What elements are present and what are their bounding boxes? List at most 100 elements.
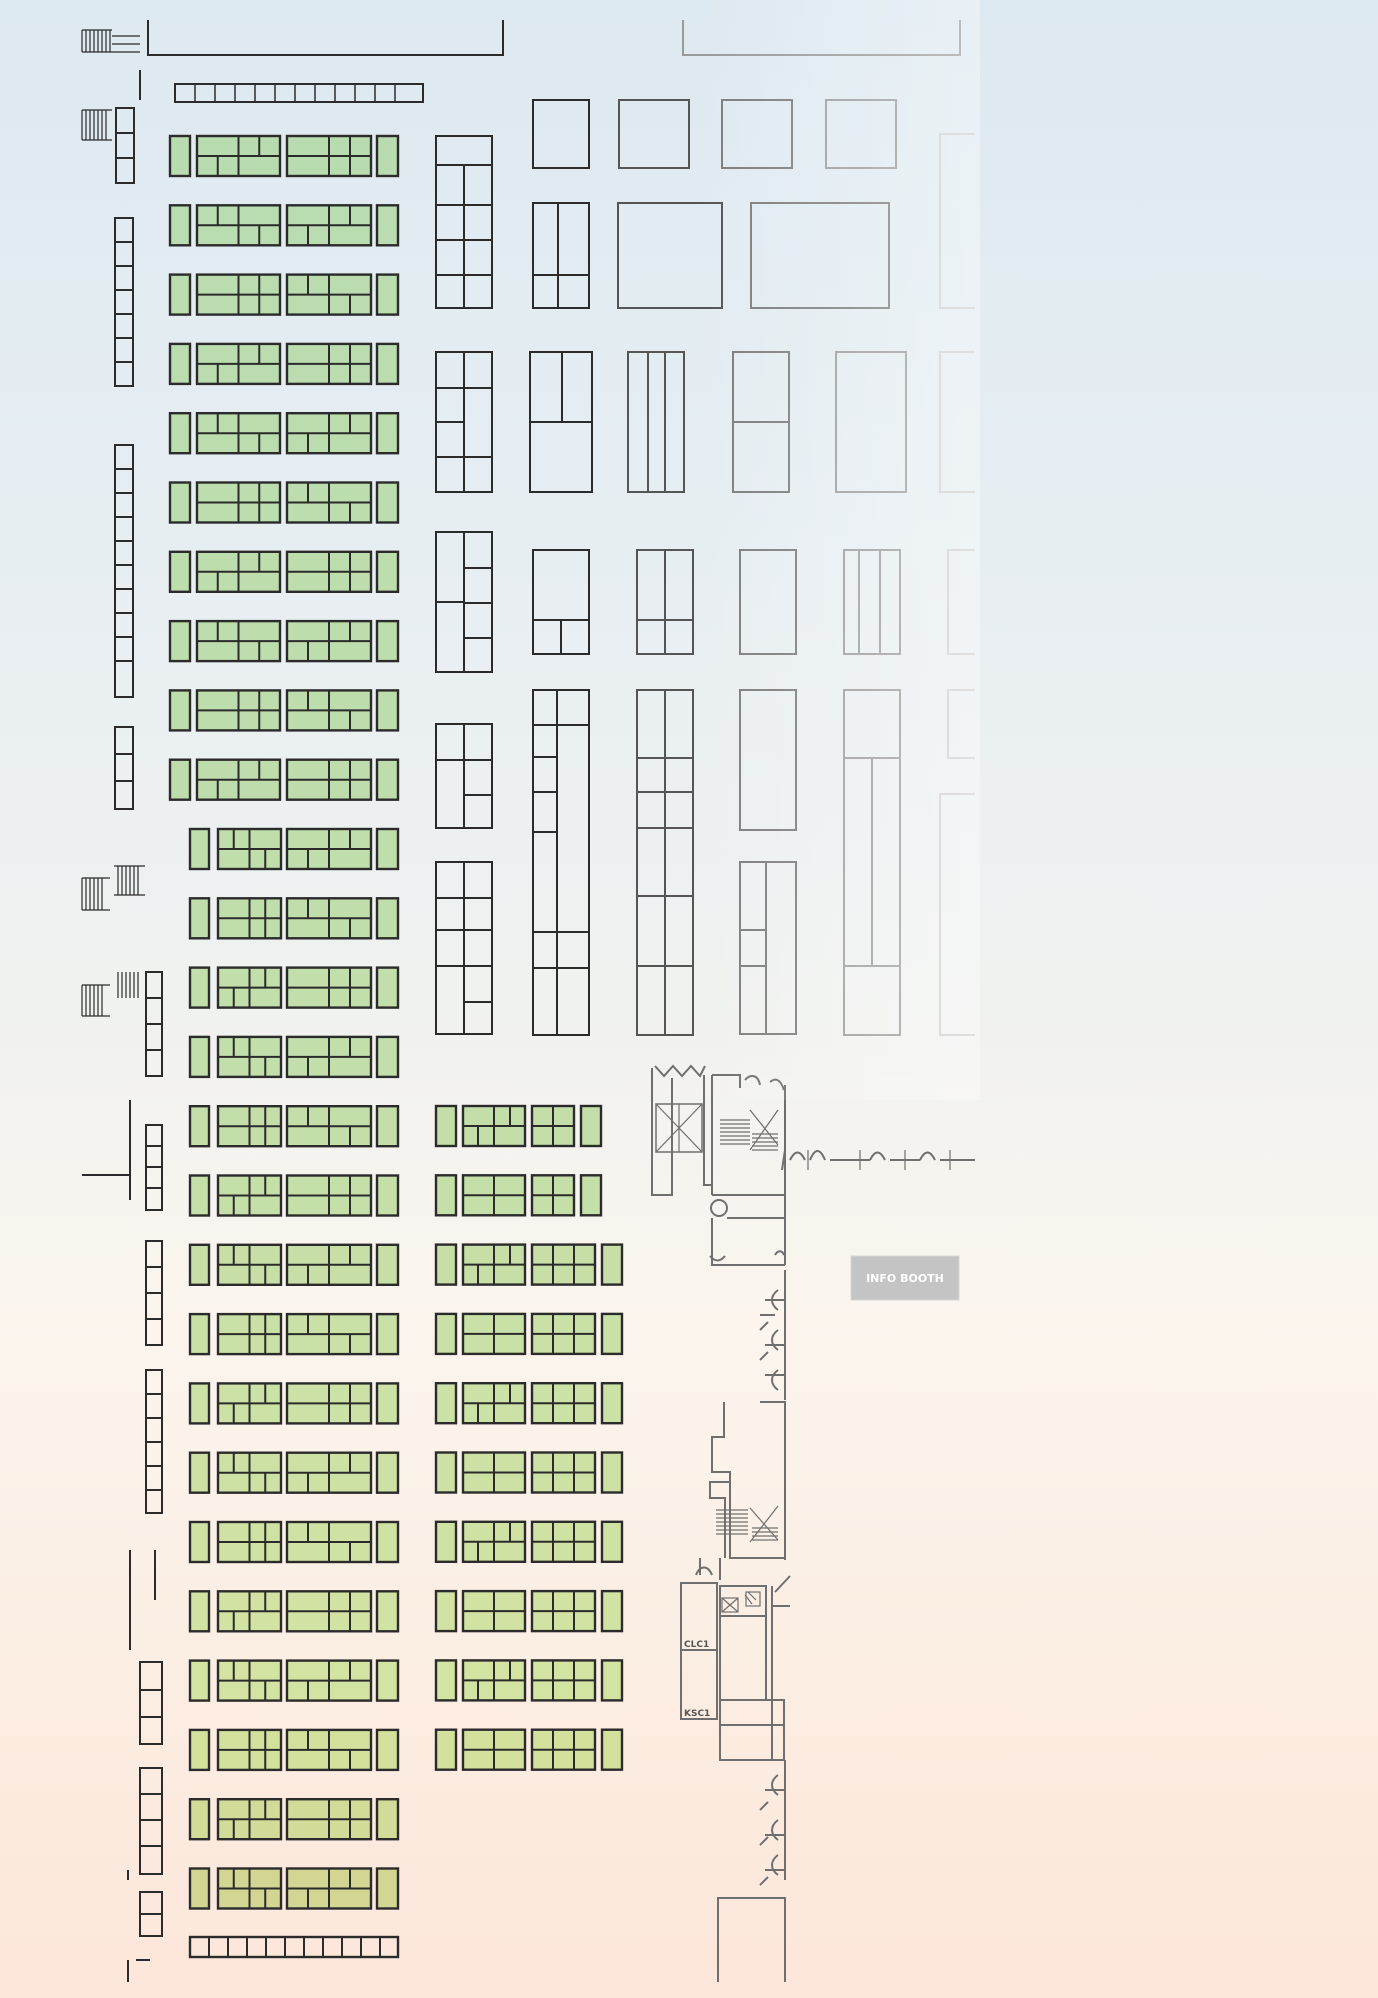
booth-end-right[interactable]	[600, 1728, 624, 1771]
booth-row	[188, 1867, 400, 1910]
booth-end-right[interactable]	[375, 827, 400, 871]
booth-dividers	[218, 1314, 371, 1355]
booth-end-left[interactable]	[188, 1451, 211, 1494]
booth-end-right[interactable]	[375, 1867, 400, 1910]
booth-row	[188, 1520, 400, 1564]
booth-end-left[interactable]	[188, 1243, 211, 1287]
booth-end-left[interactable]	[188, 1174, 211, 1217]
booth-end-right[interactable]	[375, 134, 400, 178]
booth-end-right[interactable]	[375, 1590, 400, 1633]
booth-end-left[interactable]	[168, 134, 192, 178]
booth-end-right[interactable]	[375, 273, 400, 316]
booth-end-left[interactable]	[168, 550, 192, 593]
booth-end-left[interactable]	[188, 1520, 211, 1564]
booth-end-right[interactable]	[375, 758, 400, 801]
booth-end-left[interactable]	[168, 273, 192, 316]
booth-end-right[interactable]	[375, 1451, 400, 1494]
booth-end-left[interactable]	[434, 1174, 458, 1217]
booth-end-left[interactable]	[188, 1382, 211, 1425]
booth-end-left[interactable]	[188, 1312, 211, 1356]
booth-end-left[interactable]	[188, 1797, 211, 1841]
booth-end-right[interactable]	[375, 412, 400, 455]
booth-end-left[interactable]	[168, 204, 192, 247]
booth-dividers	[218, 1522, 371, 1562]
booth-end-left[interactable]	[188, 1104, 211, 1148]
booth-row	[434, 1104, 603, 1148]
booth-end-left[interactable]	[168, 342, 192, 386]
booth-end-right[interactable]	[600, 1520, 624, 1564]
booth-row	[434, 1589, 624, 1633]
booth-end-right[interactable]	[600, 1589, 624, 1633]
booth-end-right[interactable]	[375, 1797, 400, 1841]
booth-dividers	[218, 1452, 371, 1493]
booth-row	[168, 758, 400, 801]
booth-end-right[interactable]	[375, 1104, 400, 1148]
booth-end-left[interactable]	[188, 966, 211, 1009]
booth-end-left[interactable]	[434, 1728, 458, 1771]
booth-end-right[interactable]	[375, 1243, 400, 1287]
booth-end-left[interactable]	[434, 1312, 458, 1356]
booth-dividers	[463, 1383, 595, 1424]
booth-dividers	[197, 343, 371, 384]
booth-end-left[interactable]	[188, 1590, 211, 1633]
booth-dividers	[218, 1175, 371, 1216]
booth-end-right[interactable]	[375, 1035, 400, 1079]
booth-end-left[interactable]	[188, 1728, 211, 1772]
booth-end-right[interactable]	[375, 1728, 400, 1772]
booth-dividers	[218, 1868, 371, 1909]
booth-dividers	[218, 1591, 371, 1632]
booth-end-right[interactable]	[375, 619, 400, 663]
booth-end-left[interactable]	[188, 1035, 211, 1079]
booth-dividers	[463, 1313, 595, 1354]
booth-end-right[interactable]	[375, 897, 400, 940]
booth-end-left[interactable]	[168, 619, 192, 663]
booth-row	[188, 1797, 400, 1841]
booth-end-left[interactable]	[168, 412, 192, 455]
booth-end-right[interactable]	[375, 1659, 400, 1702]
booth-end-left[interactable]	[434, 1589, 458, 1633]
booth-end-right[interactable]	[375, 550, 400, 593]
booth-end-right[interactable]	[579, 1174, 603, 1217]
booth-end-right[interactable]	[600, 1381, 624, 1425]
booth-end-right[interactable]	[375, 1174, 400, 1217]
booth-end-right[interactable]	[375, 689, 400, 732]
booth-dividers	[463, 1591, 595, 1632]
booth-row	[168, 689, 400, 732]
booth-end-right[interactable]	[375, 966, 400, 1009]
info-booth[interactable]: INFO BOOTH	[850, 1255, 960, 1301]
booth-end-left[interactable]	[168, 481, 192, 524]
booth-end-right[interactable]	[375, 481, 400, 524]
booth-end-right[interactable]	[600, 1312, 624, 1356]
booth-end-left[interactable]	[434, 1659, 458, 1702]
booth-end-right[interactable]	[600, 1243, 624, 1286]
elevator-icon	[655, 1103, 703, 1153]
booth-row	[188, 966, 400, 1009]
booth-end-left[interactable]	[188, 1867, 211, 1910]
booth-end-left[interactable]	[188, 1659, 211, 1702]
booth-end-left[interactable]	[434, 1520, 458, 1564]
booth-end-right[interactable]	[600, 1659, 624, 1702]
booth-end-left[interactable]	[434, 1451, 458, 1494]
booth-end-left[interactable]	[434, 1243, 458, 1286]
booth-end-right[interactable]	[375, 204, 400, 247]
booth-strip[interactable]	[188, 1935, 400, 1959]
booth-row	[188, 1243, 400, 1287]
booth-end-right[interactable]	[579, 1104, 603, 1148]
booth-end-right[interactable]	[375, 1382, 400, 1425]
booth-row	[188, 827, 400, 871]
booth-end-right[interactable]	[375, 342, 400, 386]
booth-end-left[interactable]	[188, 827, 211, 871]
booth-dividers	[197, 551, 371, 592]
stairs-icon	[716, 1505, 779, 1543]
booth-end-left[interactable]	[168, 689, 192, 732]
booth-end-right[interactable]	[600, 1451, 624, 1494]
booth-end-right[interactable]	[375, 1312, 400, 1356]
booth-end-left[interactable]	[188, 897, 211, 940]
booth-end-left[interactable]	[434, 1381, 458, 1425]
booth-dividers	[463, 1729, 595, 1770]
booth-dividers	[218, 1036, 371, 1077]
booth-row	[168, 273, 400, 316]
booth-end-left[interactable]	[168, 758, 192, 801]
booth-end-right[interactable]	[375, 1520, 400, 1564]
booth-end-left[interactable]	[434, 1104, 458, 1148]
